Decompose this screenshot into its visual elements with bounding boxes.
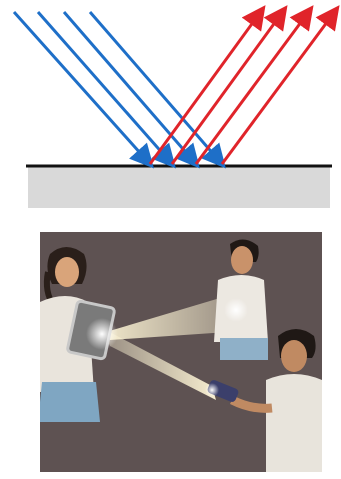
reflection-diagram <box>0 0 341 215</box>
reflected-ray <box>172 10 284 164</box>
incident-ray <box>90 12 222 164</box>
reflected-ray <box>196 10 310 164</box>
incident-rays <box>14 12 222 164</box>
reflected-ray <box>150 10 262 164</box>
reflecting-surface-base <box>28 166 330 208</box>
reflected-ray <box>222 10 336 164</box>
incident-ray <box>38 12 172 164</box>
mirror-torch-scene <box>40 232 322 472</box>
